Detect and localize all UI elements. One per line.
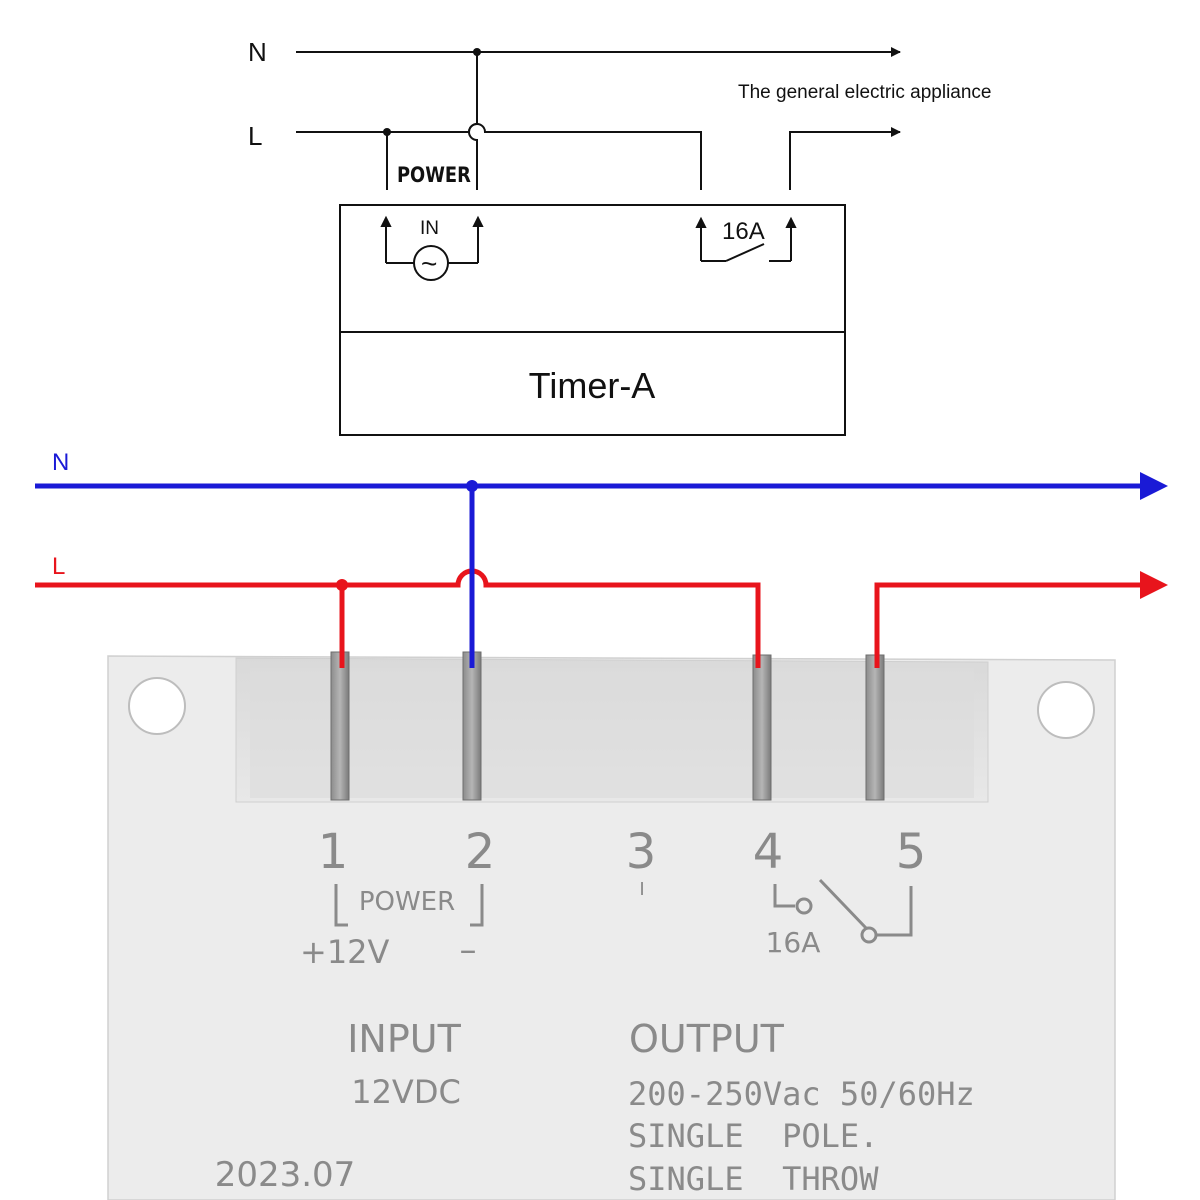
terminal-number-4: 4 xyxy=(753,824,784,880)
schematic-load-line xyxy=(789,127,901,190)
neutral-junction xyxy=(466,480,478,492)
output-spec-line-1: 200-250Vac 50/60Hz xyxy=(628,1075,975,1113)
load-wire xyxy=(874,582,1142,668)
terminal-well-shadow xyxy=(250,668,974,798)
minus-label: – xyxy=(460,930,477,970)
schematic-power-label: POWER xyxy=(397,163,471,188)
input-title: INPUT xyxy=(347,1017,461,1061)
device-power-label: POWER xyxy=(359,887,455,917)
input-spec: 12VDC xyxy=(351,1073,461,1111)
input-label: IN xyxy=(420,218,439,239)
output-spec-line-2: SINGLE POLE. xyxy=(628,1117,878,1155)
schematic-neutral-label: N xyxy=(248,37,267,67)
terminal-number-1: 1 xyxy=(318,824,349,880)
appliance-label: The general electric appliance xyxy=(738,82,992,103)
output-title: OUTPUT xyxy=(629,1017,785,1061)
plus-voltage-label: +12V xyxy=(300,933,390,971)
date-code: 2023.07 xyxy=(215,1155,356,1195)
mount-hole-left xyxy=(128,677,186,735)
terminal-pin-1 xyxy=(330,651,350,801)
colored-wiring xyxy=(35,472,1168,668)
live-arrow xyxy=(1140,571,1168,599)
schematic: N L The general electric appliance POWER… xyxy=(248,37,992,436)
terminal-pin-4 xyxy=(752,654,772,801)
schematic-live-line xyxy=(296,123,702,190)
input-terminal-symbol xyxy=(380,215,484,281)
terminal-number-5: 5 xyxy=(896,824,927,880)
wiring-live-label: L xyxy=(52,553,65,580)
power-bracket xyxy=(334,884,484,927)
wiring-neutral-label: N xyxy=(52,449,69,476)
output-spec-line-3: SINGLE THROW xyxy=(628,1160,879,1198)
terminal-pin-2 xyxy=(462,651,482,801)
live-wire xyxy=(35,568,761,668)
relay-marking-symbol xyxy=(773,878,913,944)
terminal-pin-5 xyxy=(865,654,885,801)
timer-box xyxy=(339,204,846,436)
relay-contact-symbol xyxy=(695,216,797,262)
ac-symbol: ~ xyxy=(421,248,437,279)
device-markings: 1 2 3 4 5 POWER +12V – I 16A INPUT 12VDC… xyxy=(215,824,975,1198)
mount-hole-right xyxy=(1037,681,1095,739)
device-name: Timer-A xyxy=(529,365,656,406)
live-junction xyxy=(336,579,348,591)
terminal-number-3: 3 xyxy=(626,824,657,880)
timer-device xyxy=(107,651,1116,1200)
terminal3-mark: I xyxy=(639,879,644,900)
schematic-relay-rating: 16A xyxy=(722,218,765,245)
schematic-live-label: L xyxy=(248,121,262,151)
terminal-number-2: 2 xyxy=(465,824,496,880)
neutral-arrow xyxy=(1140,472,1168,500)
device-relay-rating: 16A xyxy=(766,926,821,959)
